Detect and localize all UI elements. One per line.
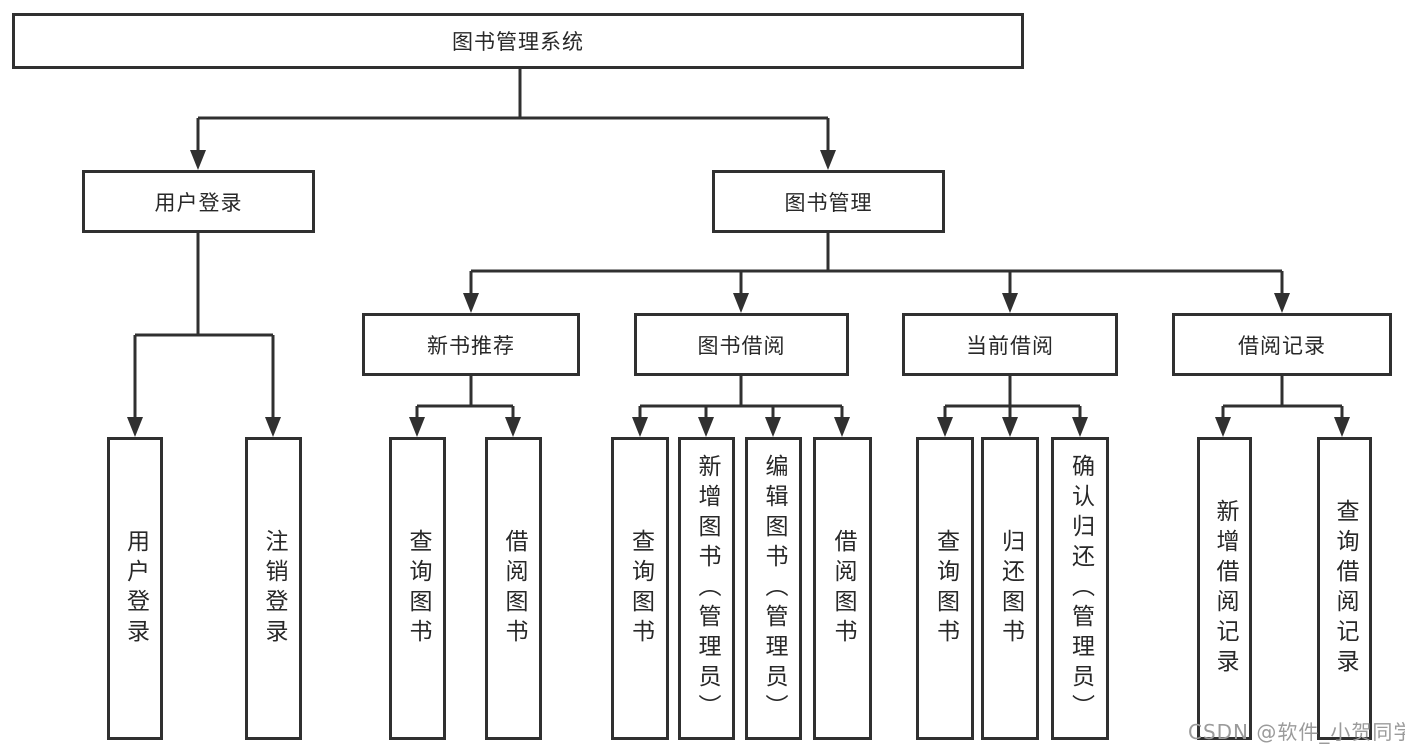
leaf-query-borrow-record: 查询借阅记录 (1317, 437, 1372, 740)
leaf-label: 借阅图书 (501, 528, 527, 649)
node-book-borrow: 图书借阅 (634, 313, 849, 376)
leaf-confirm-return-admin: 确认归还（管理员） (1051, 437, 1109, 740)
leaf-add-books-admin: 新增图书（管理员） (678, 437, 735, 740)
leaf-label: 查询图书 (405, 528, 431, 649)
leaf-label: 归还图书 (997, 528, 1024, 649)
leaf-edit-books-admin: 编辑图书（管理员） (745, 437, 802, 740)
leaf-query-books-current: 查询图书 (916, 437, 974, 740)
leaf-label: 查询借阅记录 (1332, 498, 1358, 679)
leaf-return-books: 归还图书 (981, 437, 1039, 740)
leaf-label: 借阅图书 (830, 528, 856, 649)
leaf-label: 查询图书 (932, 528, 959, 649)
leaf-borrow-books: 借阅图书 (813, 437, 872, 740)
leaf-add-borrow-record: 新增借阅记录 (1197, 437, 1252, 740)
leaf-label: 确认归还（管理员） (1067, 453, 1094, 724)
leaf-borrow-books-recommend: 借阅图书 (485, 437, 542, 740)
leaf-query-books-recommend: 查询图书 (389, 437, 446, 740)
leaf-label: 新增借阅记录 (1212, 498, 1238, 679)
leaf-query-books-borrow: 查询图书 (611, 437, 669, 740)
node-new-book-recommend: 新书推荐 (362, 313, 580, 376)
node-user-login: 用户登录 (82, 170, 315, 233)
node-book-management: 图书管理 (712, 170, 945, 233)
leaf-logout: 注销登录 (245, 437, 302, 740)
leaf-label: 注销登录 (261, 528, 287, 649)
node-borrow-records: 借阅记录 (1172, 313, 1392, 376)
leaf-label: 查询图书 (627, 528, 654, 649)
leaf-label: 编辑图书（管理员） (761, 453, 787, 724)
leaf-label: 用户登录 (122, 528, 149, 649)
csdn-watermark: CSDN @软件_小贺同学 (1188, 720, 1405, 744)
leaf-user-login: 用户登录 (107, 437, 163, 740)
leaf-label: 新增图书（管理员） (694, 453, 720, 724)
node-root: 图书管理系统 (12, 13, 1024, 69)
node-current-borrow: 当前借阅 (902, 313, 1118, 376)
